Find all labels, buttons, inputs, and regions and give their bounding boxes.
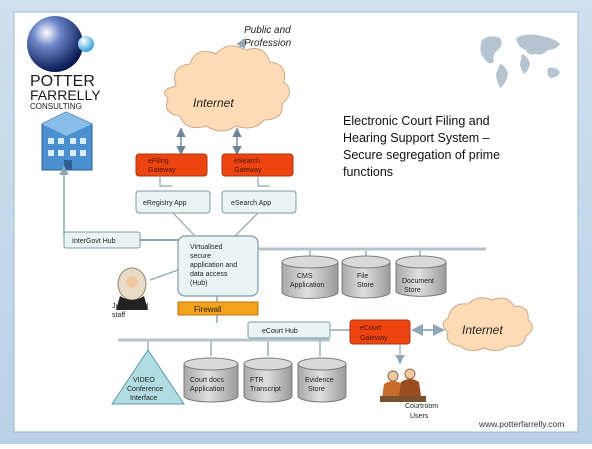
svg-text:File: File [357, 273, 368, 280]
svg-text:FTR: FTR [250, 377, 264, 384]
svg-text:Conference: Conference [127, 386, 163, 393]
svg-text:secure: secure [190, 253, 211, 260]
logo-sphere-small [78, 36, 94, 52]
courtroom-users-icon [380, 368, 426, 402]
efiling-gateway: eFiling Gateway [135, 153, 208, 177]
svg-text:Internet: Internet [462, 323, 503, 337]
internet-label-top: Internet [193, 96, 234, 110]
brand-line1: POTTER [30, 73, 95, 90]
svg-text:Interface: Interface [130, 395, 157, 402]
judges-label-1: Judges and [112, 303, 148, 310]
svg-text:Document: Document [402, 278, 434, 285]
svg-text:Store: Store [357, 282, 374, 289]
esearch-gateway: eSearch Gateway [221, 153, 294, 177]
svg-text:Evidence: Evidence [305, 377, 334, 384]
internet-cloud-top: Internet [163, 45, 290, 132]
svg-text:Application: Application [190, 386, 224, 393]
title-line-3: Secure segregation of prime [343, 148, 500, 162]
world-map-icon [480, 34, 560, 88]
svg-text:Store: Store [308, 386, 325, 393]
svg-text:eSearch: eSearch [234, 158, 260, 165]
title-line-2: Hearing Support System – [343, 131, 490, 145]
eregistry-app: eRegistry App [135, 190, 211, 214]
brand-line3: CONSULTING [30, 102, 82, 111]
courtroom-label-1: Courtroom [405, 403, 438, 410]
svg-text:Court docs: Court docs [190, 377, 224, 384]
court-docs-application: Court docs Application [183, 357, 239, 403]
svg-text:InterGovt Hub: InterGovt Hub [72, 238, 116, 245]
connector-judges-hub [149, 269, 179, 281]
svg-text:Gateway: Gateway [234, 167, 262, 174]
footer-url: www.potterfarrelly.com [478, 419, 564, 429]
svg-text:Virtualised: Virtualised [190, 244, 223, 251]
connector-efiling-eregistry [159, 176, 172, 187]
svg-text:Application: Application [290, 282, 324, 289]
video-conference-interface: VIDEO Conference Interface [111, 349, 185, 405]
public-label-1: Public and [244, 25, 291, 36]
svg-text:Firewall: Firewall [194, 305, 222, 314]
svg-text:VIDEO: VIDEO [133, 377, 155, 384]
svg-text:CMS: CMS [297, 273, 313, 280]
svg-text:eCourt Hub: eCourt Hub [262, 328, 298, 335]
svg-text:Store: Store [404, 287, 421, 294]
courtroom-label-2: Users [410, 413, 429, 420]
virtualised-hub: Virtualised secure application and data … [177, 235, 259, 297]
svg-text:Transcript: Transcript [250, 386, 281, 393]
judges-icon [116, 267, 148, 310]
svg-text:eFiling: eFiling [148, 158, 169, 165]
svg-text:data access: data access [190, 271, 228, 278]
svg-text:eSearch App: eSearch App [231, 200, 271, 207]
esearch-app: eSearch App [221, 190, 297, 214]
evidence-store: Evidence Store [297, 357, 347, 403]
ecourt-gateway: eCourt Gateway [349, 319, 411, 345]
svg-text:eCourt: eCourt [360, 325, 381, 332]
building-icon [41, 111, 93, 171]
title-line-1: Electronic Court Filing and [343, 114, 490, 128]
svg-text:eRegistry App: eRegistry App [143, 200, 187, 207]
firewall: Firewall [177, 301, 259, 316]
connector-esearch-app [257, 176, 270, 187]
svg-text:Gateway: Gateway [148, 167, 176, 174]
svg-text:Gateway: Gateway [360, 335, 388, 342]
ecourt-hub: eCourt Hub [247, 321, 331, 339]
connector-esearch-hub [234, 212, 259, 237]
svg-text:application and: application and [190, 262, 237, 269]
ftr-transcript: FTR Transcript [243, 357, 293, 403]
public-label-2: Profession [244, 38, 292, 49]
connector-eregistry-hub [172, 212, 196, 237]
intergovt-hub: InterGovt Hub [63, 231, 141, 249]
cms-application-store: CMS Application [281, 255, 339, 299]
svg-text:(Hub): (Hub) [190, 280, 208, 287]
file-store: File Store [341, 255, 391, 299]
slide-panel [13, 11, 579, 433]
judges-label-2: staff [112, 312, 125, 319]
logo-sphere-large [27, 16, 83, 72]
brand-line2: FARRELLY [30, 87, 101, 103]
document-store: Document Store [395, 255, 447, 297]
title-line-4: functions [343, 165, 393, 179]
internet-cloud-right: Internet [442, 297, 533, 352]
company-logo: POTTER FARRELLY CONSULTING [27, 16, 101, 111]
